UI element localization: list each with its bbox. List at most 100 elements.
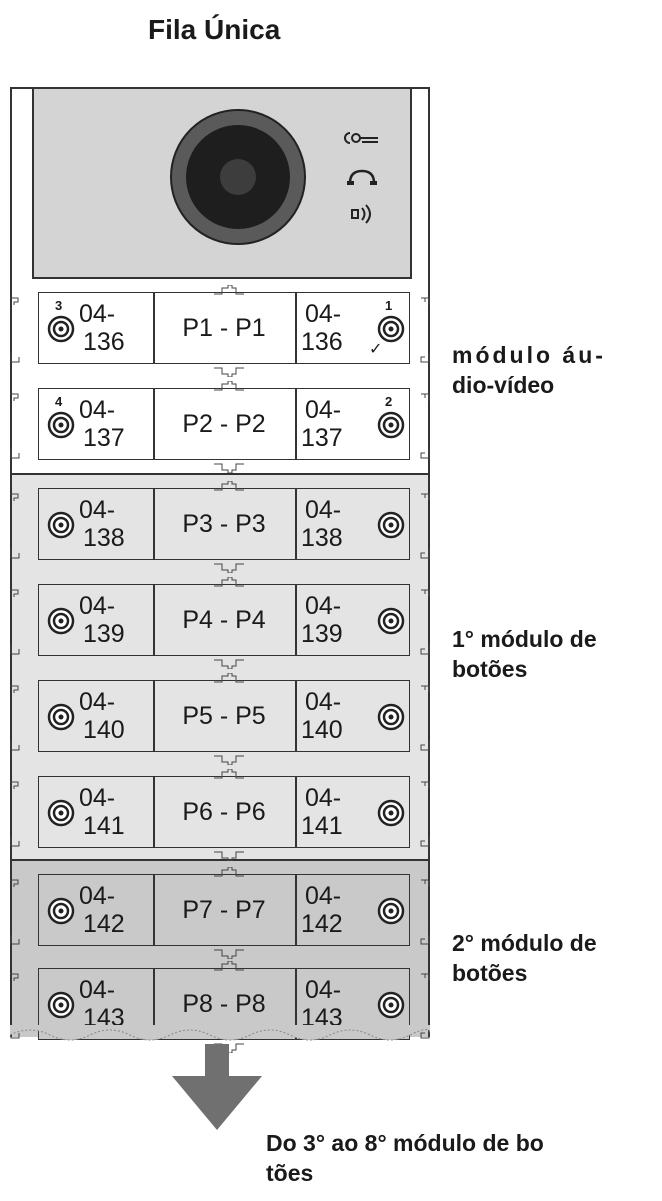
- diagram-title: Fila Única: [148, 14, 281, 45]
- name-line: 142: [83, 910, 125, 938]
- connector-clip: [214, 946, 244, 960]
- divider: [153, 293, 155, 363]
- divider: [295, 389, 297, 459]
- call-button-icon[interactable]: [377, 703, 405, 731]
- name-line: 04-: [79, 396, 116, 424]
- button-index: 3: [55, 298, 63, 313]
- divider: [295, 489, 297, 559]
- connector-clip: [214, 670, 244, 683]
- name-line: 04-: [305, 688, 342, 716]
- door-lock-icon: [344, 132, 378, 144]
- name-line: 04-: [305, 882, 342, 910]
- side-clip: [10, 970, 20, 981]
- side-clip: [10, 390, 20, 401]
- name-line: 141: [301, 812, 343, 840]
- side-clip: [420, 546, 430, 559]
- call-button-icon[interactable]: [377, 411, 405, 439]
- check-icon: ✓: [369, 341, 383, 358]
- call-button-icon[interactable]: [377, 607, 405, 635]
- name-line: 04-: [79, 976, 116, 1004]
- connector-clip: [214, 958, 244, 971]
- divider: [153, 489, 155, 559]
- audio-video-module: [10, 87, 430, 473]
- side-clip: [10, 546, 20, 559]
- side-clip: [420, 294, 430, 305]
- connector-clip: [214, 848, 244, 862]
- connector-clip: [214, 656, 244, 670]
- button-index: 1: [385, 298, 393, 313]
- speaker-icon: [351, 204, 371, 224]
- divider: [153, 389, 155, 459]
- call-button-icon[interactable]: [47, 411, 75, 439]
- connector-clip: [214, 282, 244, 295]
- side-clip: [420, 490, 430, 501]
- call-button-icon[interactable]: [47, 315, 75, 343]
- side-clip: [10, 738, 20, 751]
- divider: [295, 585, 297, 655]
- connector-clip: [214, 364, 244, 378]
- call-button-icon[interactable]: [47, 607, 75, 635]
- connector-clip: [214, 752, 244, 766]
- handset-icon: [347, 169, 377, 185]
- divider: [295, 969, 297, 1039]
- side-clip: [420, 932, 430, 945]
- audio-video-label: módulo áu- dio-vídeo: [452, 342, 606, 398]
- down-arrow-icon: [172, 1044, 262, 1130]
- side-clip: [420, 682, 430, 693]
- name-line: 04-: [79, 592, 116, 620]
- name-line: 141: [83, 812, 125, 840]
- name-line: 139: [83, 620, 125, 648]
- button-index: 4: [55, 394, 63, 409]
- connector-clip: [214, 766, 244, 779]
- name-line: 04-: [305, 396, 342, 424]
- side-clip: [420, 970, 430, 981]
- side-clip: [10, 294, 20, 305]
- side-clip: [10, 350, 20, 363]
- call-button-icon[interactable]: [47, 799, 75, 827]
- connector-clip: [214, 560, 244, 574]
- divider: [153, 875, 155, 945]
- button-index: 2: [385, 394, 393, 409]
- call-button-icon[interactable]: [47, 897, 75, 925]
- divider: [295, 777, 297, 847]
- call-button-icon[interactable]: [47, 703, 75, 731]
- side-clip: [420, 642, 430, 655]
- center-name-tag: P8 - P8: [182, 989, 266, 1018]
- name-line: 140: [301, 716, 343, 744]
- name-line: 04-: [305, 300, 342, 328]
- center-name-tag: P2 - P2: [182, 409, 266, 438]
- name-line: 136: [301, 328, 343, 356]
- divider: [153, 777, 155, 847]
- side-clip: [10, 876, 20, 887]
- module2-label: 2° módulo de botões: [452, 930, 597, 986]
- call-button-icon[interactable]: [377, 799, 405, 827]
- side-clip: [420, 446, 430, 459]
- center-name-tag: P7 - P7: [182, 895, 266, 924]
- call-button-icon[interactable]: [377, 991, 405, 1019]
- name-line: 138: [83, 524, 125, 552]
- connector-clip: [214, 574, 244, 587]
- divider: [295, 293, 297, 363]
- name-line: 137: [301, 424, 343, 452]
- name-line: 04-: [305, 976, 342, 1004]
- name-line: 04-: [79, 688, 116, 716]
- side-clip: [10, 490, 20, 501]
- call-button-icon[interactable]: [47, 511, 75, 539]
- name-line: 140: [83, 716, 125, 744]
- side-clip: [420, 834, 430, 847]
- call-button-icon[interactable]: [377, 511, 405, 539]
- call-button-icon[interactable]: [47, 991, 75, 1019]
- side-clip: [10, 778, 20, 789]
- name-line: 04-: [79, 784, 116, 812]
- divider: [153, 681, 155, 751]
- call-button-icon[interactable]: [377, 897, 405, 925]
- call-button-icon[interactable]: [377, 315, 405, 343]
- side-clip: [420, 1026, 430, 1039]
- camera-panel: [32, 89, 412, 279]
- bottom-label: Do 3° ao 8° módulo de bo tões: [266, 1130, 544, 1186]
